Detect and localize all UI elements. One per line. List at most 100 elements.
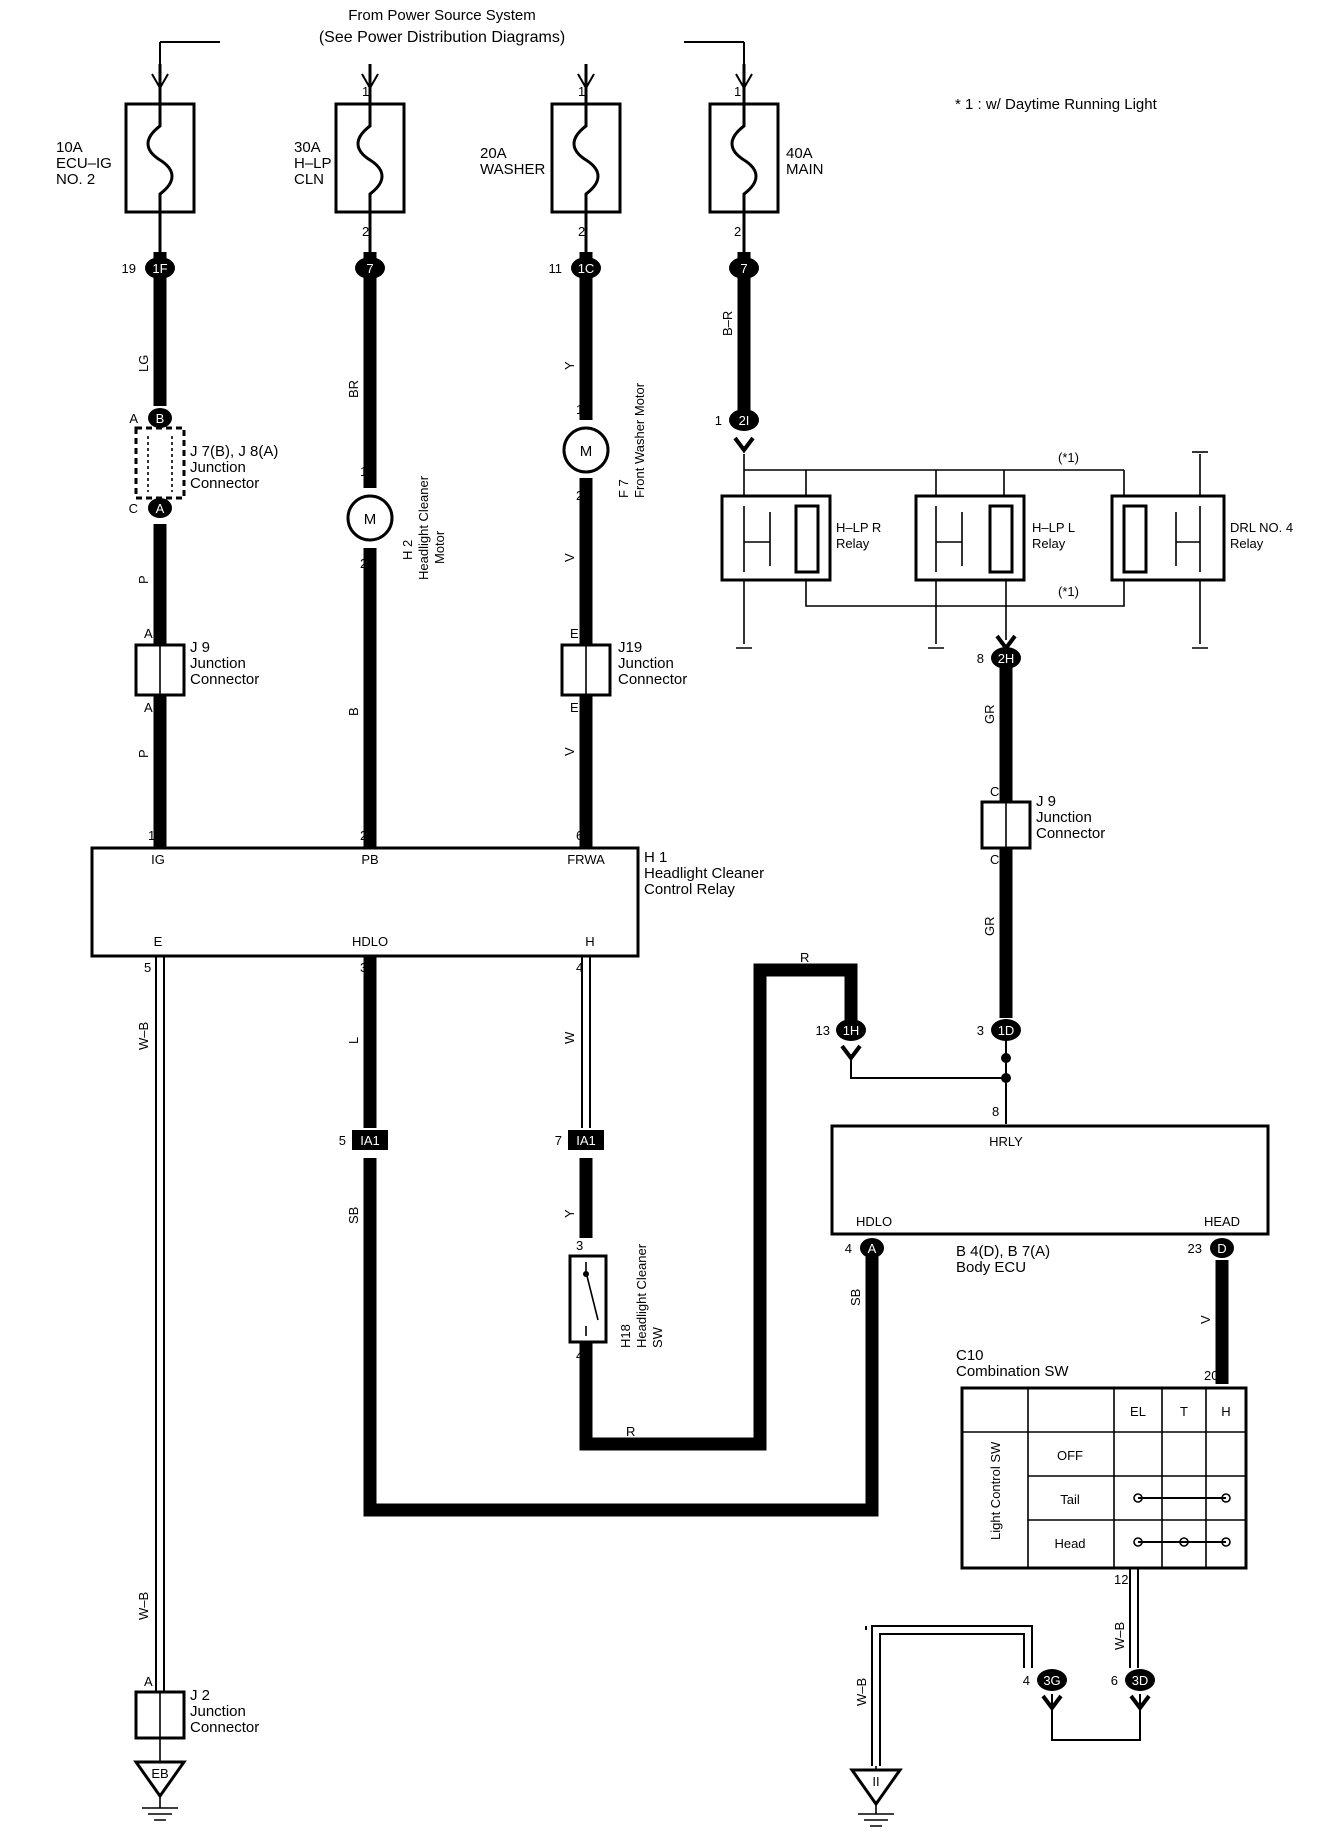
combination-sw: C10 Combination SW 20 12 Light Control S… [956, 1347, 1248, 1587]
svg-text:Light Control SW: Light Control SW [988, 1441, 1003, 1540]
svg-text:Connector: Connector [190, 475, 259, 492]
fuse-h-lp-cln: 1 2 30A H–LP CLN [294, 62, 406, 254]
svg-text:1: 1 [362, 84, 369, 99]
connector-7-cln: 7 [355, 257, 385, 279]
svg-text:CLN: CLN [294, 171, 324, 188]
svg-text:1: 1 [715, 413, 722, 428]
svg-text:EB: EB [151, 1766, 168, 1781]
svg-text:V: V [562, 553, 577, 562]
svg-text:7: 7 [555, 1133, 562, 1148]
svg-text:E: E [570, 626, 579, 641]
connector-7-main: 7 [729, 257, 759, 279]
svg-text:IA1: IA1 [360, 1133, 380, 1148]
svg-text:W–B: W–B [136, 1022, 151, 1050]
svg-text:A: A [144, 626, 153, 641]
svg-text:B 4(D), B 7(A): B 4(D), B 7(A) [956, 1243, 1050, 1260]
svg-text:J19: J19 [618, 639, 642, 656]
svg-text:H 2: H 2 [400, 540, 415, 560]
svg-text:M: M [580, 443, 593, 460]
svg-text:A: A [144, 1674, 153, 1689]
svg-text:1: 1 [576, 402, 583, 417]
svg-text:PB: PB [361, 852, 378, 867]
svg-text:8: 8 [992, 1104, 999, 1119]
svg-text:B–R: B–R [720, 311, 735, 336]
svg-text:F 7: F 7 [616, 479, 631, 498]
svg-text:2: 2 [360, 828, 367, 843]
svg-text:2: 2 [734, 224, 741, 239]
svg-text:HDLO: HDLO [856, 1214, 892, 1229]
svg-text:Junction: Junction [190, 1703, 246, 1720]
svg-text:6: 6 [1111, 1673, 1118, 1688]
svg-text:20A: 20A [480, 145, 507, 162]
relay-block: (*1) (*1) H–LP R Relay H–LP L Relay DRL … [720, 450, 1293, 649]
svg-text:FRWA: FRWA [567, 852, 605, 867]
connector-2I: 2I1 [715, 409, 759, 431]
svg-text:Connector: Connector [618, 671, 687, 688]
fuse-ecu-ig-no2: 10A ECU–IG NO. 2 [56, 62, 196, 254]
connector-ecu-A: A4 [845, 1238, 884, 1258]
body-ecu: HRLY HDLO HEAD 8 B 4(D), B 7(A) Body ECU [830, 1104, 1270, 1276]
ground-ii: II [849, 1766, 903, 1827]
svg-text:Connector: Connector [190, 1719, 259, 1736]
svg-text:1: 1 [578, 84, 585, 99]
connector-2H: 2H8 [977, 647, 1021, 669]
motor-h2-headlight-cleaner: M 1 2 H 2 Headlight Cleaner Motor [346, 464, 447, 580]
fuse-main: 1 2 40A MAIN [708, 62, 824, 254]
connector-ecu-D: D23 [1188, 1238, 1234, 1258]
svg-text:11: 11 [549, 261, 563, 276]
svg-text:H–LP R: H–LP R [836, 520, 881, 535]
svg-text:GR: GR [982, 917, 997, 937]
svg-text:Motor: Motor [432, 530, 447, 564]
svg-text:H 1: H 1 [644, 849, 667, 866]
svg-text:Relay: Relay [836, 536, 870, 551]
svg-text:L: L [346, 1037, 361, 1044]
connector-IA1-b: IA1 7 [555, 1130, 604, 1150]
svg-text:V: V [1198, 1315, 1213, 1324]
svg-text:Tail: Tail [1060, 1492, 1080, 1507]
svg-text:Relay: Relay [1032, 536, 1066, 551]
svg-text:6: 6 [576, 828, 583, 843]
svg-text:19: 19 [122, 261, 136, 276]
connector-3D: 3D6 [1111, 1669, 1155, 1691]
svg-text:HDLO: HDLO [352, 934, 388, 949]
svg-text:R: R [626, 1424, 635, 1439]
svg-text:2H: 2H [998, 651, 1015, 666]
junction-j2: A J 2 Junction Connector [134, 1674, 259, 1740]
svg-text:2: 2 [360, 556, 367, 571]
svg-text:Connector: Connector [1036, 825, 1105, 842]
svg-text:20: 20 [1204, 1368, 1218, 1383]
svg-text:SW: SW [650, 1326, 665, 1348]
connector-A: AC [129, 498, 172, 518]
svg-text:SB: SB [346, 1207, 361, 1224]
connector-1D: 1D3 [977, 1019, 1021, 1041]
svg-text:Control Relay: Control Relay [644, 881, 735, 898]
svg-text:BR: BR [346, 380, 361, 398]
svg-text:1H: 1H [843, 1023, 860, 1038]
svg-text:Headlight Cleaner: Headlight Cleaner [634, 1243, 649, 1348]
svg-text:WASHER: WASHER [480, 161, 545, 178]
svg-text:1: 1 [148, 828, 155, 843]
svg-text:W–B: W–B [136, 1592, 151, 1620]
svg-text:OFF: OFF [1057, 1448, 1083, 1463]
svg-text:1F: 1F [152, 261, 167, 276]
svg-text:IA1: IA1 [576, 1133, 596, 1148]
svg-text:Junction: Junction [618, 655, 674, 672]
svg-text:J 2: J 2 [190, 1687, 210, 1704]
svg-text:C: C [129, 501, 138, 516]
svg-text:E: E [570, 700, 579, 715]
svg-text:HEAD: HEAD [1204, 1214, 1240, 1229]
svg-text:H–LP: H–LP [294, 155, 332, 172]
svg-text:1D: 1D [998, 1023, 1015, 1038]
svg-text:HRLY: HRLY [989, 1134, 1023, 1149]
svg-text:Headlight Cleaner: Headlight Cleaner [416, 475, 431, 580]
svg-text:M: M [364, 511, 377, 528]
fuse-washer: 1 2 20A WASHER [480, 62, 622, 254]
svg-text:A: A [144, 700, 153, 715]
svg-text:30A: 30A [294, 139, 321, 156]
junction-j9-a: A A J 9 Junction Connector [134, 626, 259, 715]
svg-text:MAIN: MAIN [786, 161, 824, 178]
svg-text:H: H [1221, 1404, 1230, 1419]
